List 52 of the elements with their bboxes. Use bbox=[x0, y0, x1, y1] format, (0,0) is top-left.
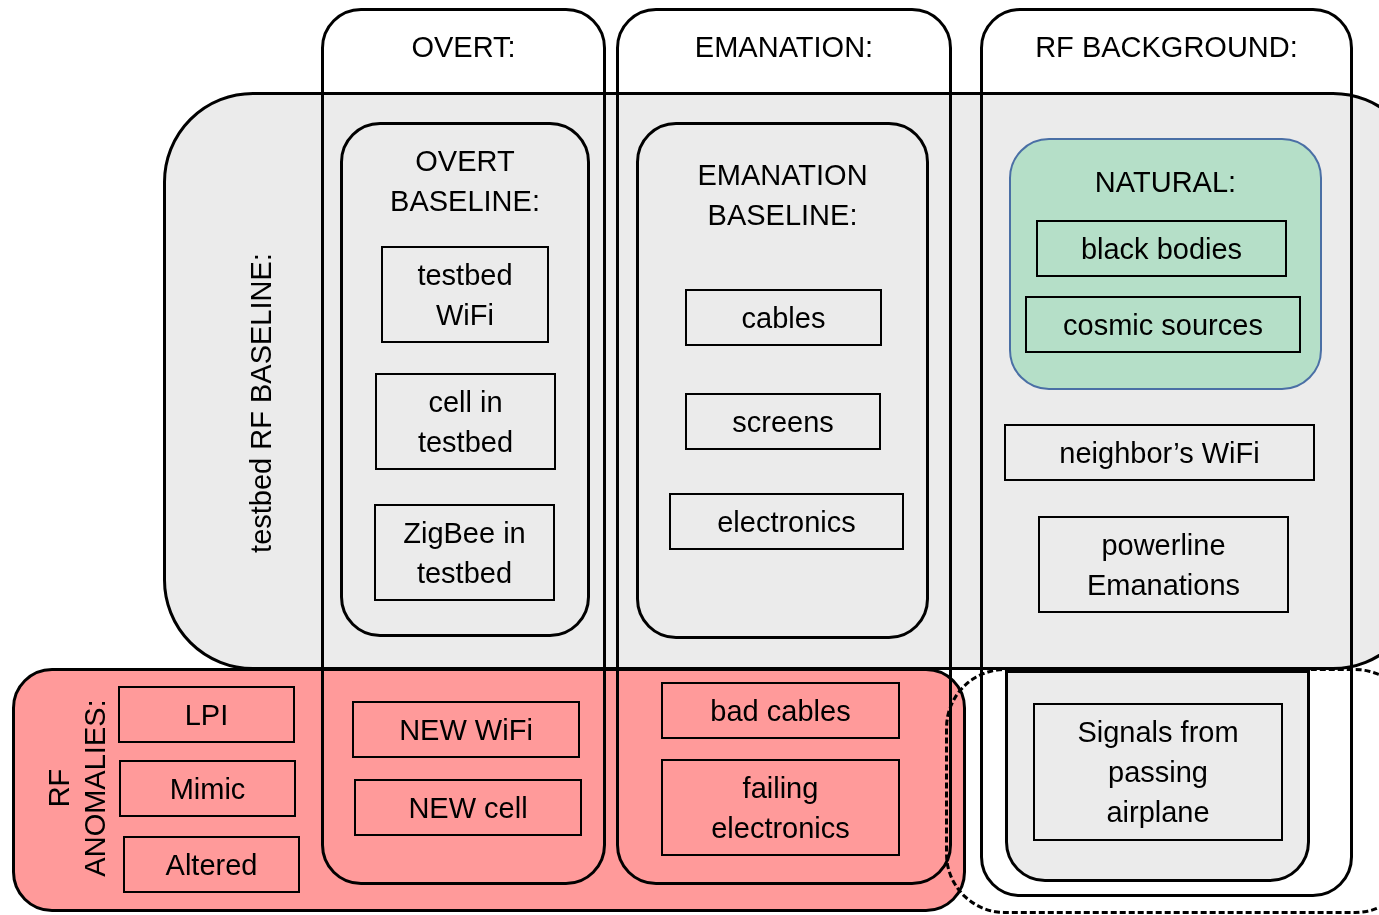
item-box bbox=[1025, 296, 1301, 353]
item-label: cosmic sources bbox=[1063, 307, 1263, 343]
item-box bbox=[118, 686, 295, 743]
item-box bbox=[375, 373, 556, 470]
item-box bbox=[661, 759, 900, 856]
item-label: cables bbox=[741, 300, 826, 336]
item-label: testbed WiFi bbox=[416, 257, 514, 333]
category-column bbox=[616, 8, 952, 885]
item-box bbox=[685, 289, 882, 346]
item-label: failing electronics bbox=[710, 770, 851, 846]
group-box bbox=[1009, 138, 1322, 390]
group-heading: EMANATION: bbox=[694, 33, 874, 62]
category-column bbox=[321, 8, 606, 885]
group-heading: NATURAL: bbox=[1094, 168, 1237, 197]
group-box bbox=[340, 122, 590, 637]
region-label: RF ANOMALIES: bbox=[42, 698, 112, 878]
item-label: NEW cell bbox=[408, 790, 528, 826]
item-label: ZigBee in testbed bbox=[402, 515, 527, 591]
anomaly-region bbox=[12, 668, 966, 912]
group-heading: EMANATION BASELINE: bbox=[696, 158, 869, 233]
item-box bbox=[352, 701, 580, 758]
item-label: Signals from passing airplane bbox=[1076, 715, 1240, 830]
group-heading: OVERT: bbox=[411, 33, 516, 62]
item-box bbox=[123, 836, 300, 893]
region-label: testbed RF BASELINE: bbox=[244, 252, 278, 555]
item-box bbox=[381, 246, 549, 343]
item-box bbox=[669, 493, 904, 550]
item-label: LPI bbox=[184, 697, 229, 733]
item-box bbox=[1036, 220, 1287, 277]
item-box bbox=[1038, 516, 1289, 613]
item-label: neighbor’s WiFi bbox=[1059, 435, 1260, 471]
item-label: black bodies bbox=[1080, 231, 1243, 267]
category-column bbox=[980, 8, 1353, 897]
item-label: bad cables bbox=[710, 693, 851, 729]
item-label: NEW WiFi bbox=[399, 712, 533, 748]
item-box bbox=[354, 779, 582, 836]
group-box bbox=[1005, 670, 1310, 882]
item-label: Mimic bbox=[169, 771, 246, 807]
item-label: powerline Emanations bbox=[1085, 527, 1242, 603]
item-box bbox=[119, 760, 296, 817]
group-heading: OVERT BASELINE: bbox=[389, 144, 541, 219]
group-heading: RF BACKGROUND: bbox=[1035, 33, 1298, 62]
item-box bbox=[374, 504, 555, 601]
item-box bbox=[1004, 424, 1315, 481]
item-label: screens bbox=[732, 404, 834, 440]
item-label: Altered bbox=[165, 847, 258, 883]
group-box bbox=[636, 122, 929, 639]
item-label: cell in testbed bbox=[416, 384, 515, 460]
item-box bbox=[661, 682, 900, 739]
item-box bbox=[1033, 703, 1283, 841]
item-box bbox=[685, 393, 881, 450]
item-label: electronics bbox=[717, 504, 856, 540]
